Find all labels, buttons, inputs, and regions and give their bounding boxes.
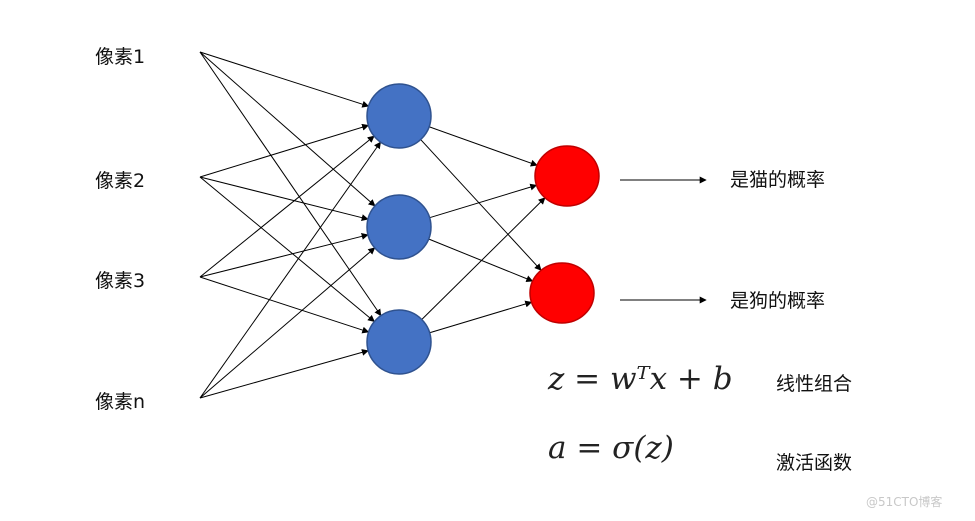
- linear-combination-formula: z = wᵀx + b: [548, 361, 733, 397]
- edge-input3-hidden2: [199, 232, 369, 278]
- edge-hidden3-output1: [421, 197, 546, 320]
- linear-combination-label: 线性组合: [776, 373, 853, 395]
- output-node-2: [529, 262, 595, 324]
- edge-input3-hidden1: [199, 135, 375, 278]
- activation-function-label: 激活函数: [776, 452, 853, 474]
- network-nodes: [366, 83, 600, 375]
- input-label-1: 像素1: [95, 46, 146, 68]
- input-label-2: 像素2: [95, 170, 146, 192]
- hidden-node-2: [366, 194, 432, 260]
- watermark: @51CTO博客: [866, 495, 943, 509]
- edge-hidden3-output2: [429, 300, 533, 334]
- connection-edges: [199, 51, 707, 399]
- edge-input3-hidden3: [199, 276, 370, 334]
- output-label-cat: 是猫的概率: [730, 169, 826, 191]
- hidden-node-1: [366, 83, 432, 149]
- edge-input4-hidden3: [199, 349, 369, 399]
- edge-hidden1-output2: [420, 139, 542, 271]
- hidden-node-3: [366, 309, 432, 375]
- edge-hidden2-output1: [429, 183, 538, 219]
- edge-input1-hidden2: [199, 51, 376, 207]
- edge-input2-hidden2: [199, 176, 369, 222]
- edge-input1-hidden3: [199, 51, 382, 317]
- input-label-3: 像素3: [95, 270, 146, 292]
- edge-input1-hidden1: [199, 51, 370, 108]
- edge-input4-hidden2: [199, 247, 376, 399]
- edge-input2-hidden3: [199, 176, 375, 323]
- output-node-1: [534, 145, 600, 207]
- activation-function-formula: a = σ(z): [548, 430, 674, 466]
- edge-input4-hidden1: [199, 141, 381, 399]
- edge-hidden2-output2: [428, 238, 534, 282]
- input-label-n: 像素n: [95, 391, 146, 413]
- edge-hidden1-output1: [428, 126, 538, 167]
- output-label-dog: 是狗的概率: [730, 290, 826, 312]
- edge-input2-hidden1: [199, 123, 370, 178]
